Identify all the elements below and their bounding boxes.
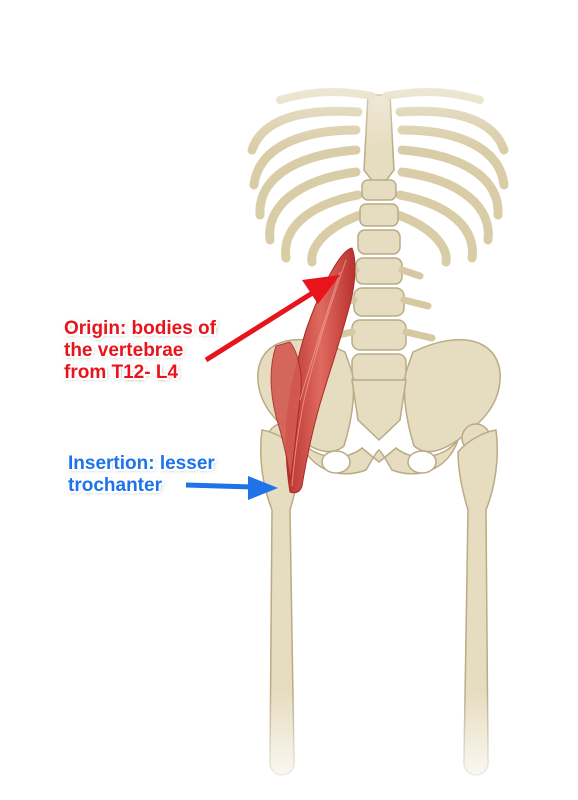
origin-label-line-1: Origin: bodies of [64,318,216,339]
origin-label-line-3: from T12- L4 [64,362,179,383]
insertion-label-line-2: trochanter [68,475,162,496]
origin-label-line-2: the vertebrae [64,340,184,361]
psoas-major-muscle [285,247,356,494]
insertion-label: Insertion: lesser trochanter [68,453,215,497]
iliacus-muscle [270,341,302,481]
insertion-label-line-1: Insertion: lesser [68,453,215,474]
origin-label: Origin: bodies of the vertebrae from T12… [64,318,216,384]
lumbar-spine [351,179,407,383]
insertion-arrow [185,476,278,500]
origin-arrow [204,275,340,363]
